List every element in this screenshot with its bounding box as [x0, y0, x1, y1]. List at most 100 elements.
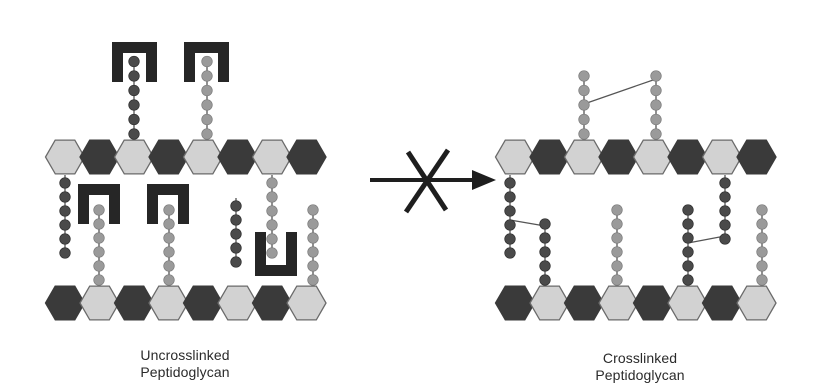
crosslinked-bottom-strand-hex-dark: [494, 285, 536, 321]
uncrosslinked-bottom-strand-hex-dark: [182, 285, 224, 321]
left-bottom-chain-2-bead: [163, 204, 175, 216]
amino-acid-chains: [59, 55, 768, 286]
left-down-chain-1-bead: [59, 191, 71, 203]
left-down-chain-2-bead: [230, 200, 242, 212]
left-down-chain-3-bead: [266, 247, 278, 259]
right-up-chain-2-bead: [650, 84, 662, 97]
right-down-chain-1-bead: [504, 205, 516, 217]
right-bottom-chain-2-bead: [611, 232, 623, 244]
right-bottom-chain-4-bead: [756, 204, 768, 216]
right-down-chain-2-bead: [719, 233, 731, 245]
crosslink-mid-1: [509, 219, 546, 227]
antibiotic-block-top-2: [184, 42, 229, 82]
right-bottom-chain-3-bead: [682, 232, 694, 244]
right-bottom-chain-2-bead: [611, 274, 623, 286]
right-down-chain-2-bead: [719, 191, 731, 203]
left-bottom-chain-1-bead: [93, 232, 105, 244]
uncrosslinked-bottom-strand-hex-dark: [44, 285, 86, 321]
uncrosslinked-caption-line2: Peptidoglycan: [140, 364, 230, 380]
right-down-chain-1-bead: [504, 233, 516, 245]
crosslinked-top-strand-hex-light: [701, 139, 743, 175]
left-down-chain-3-bead: [266, 219, 278, 231]
left-down-chain-3-bead: [266, 233, 278, 245]
right-bottom-chain-3-bead: [682, 260, 694, 272]
left-bottom-chain-3-bead: [307, 246, 319, 258]
left-down-chain-2-bead: [230, 228, 242, 240]
left-down-chain-1-bead: [59, 233, 71, 245]
left-down-chain-3-bead: [266, 205, 278, 217]
left-bottom-chain-1-bead: [93, 260, 105, 272]
left-bottom-chain-3-bead: [307, 204, 319, 216]
antibiotic-block-mid-1: [78, 184, 120, 224]
right-bottom-chain-2-bead: [611, 218, 623, 230]
uncrosslinked-caption: Uncrosslinked Peptidoglycan: [100, 347, 270, 381]
antibiotic-block-top-1: [112, 42, 157, 82]
right-bottom-chain-4-bead: [756, 274, 768, 286]
crosslinked-top-strand-hex-dark: [736, 139, 777, 175]
right-bottom-chain-3-bead: [682, 274, 694, 286]
left-bottom-chain-3-bead: [307, 260, 319, 272]
crosslinked-top-strand-hex-dark: [598, 139, 639, 175]
right-bottom-chain-1-bead: [539, 274, 551, 286]
crosslinked-caption-line2: Peptidoglycan: [595, 367, 685, 383]
left-bottom-chain-2-bead: [163, 232, 175, 244]
left-up-chain-1-bead: [128, 55, 140, 68]
right-up-chain-1-bead: [578, 128, 590, 140]
left-bottom-chain-2-bead: [163, 246, 175, 258]
right-bottom-chain-1-bead: [539, 232, 551, 244]
uncrosslinked-bottom-strand-hex-dark: [251, 285, 293, 321]
left-bottom-chain-2-bead: [163, 218, 175, 230]
glycan-strands: [44, 139, 777, 321]
crosslink-top: [583, 78, 657, 105]
right-down-chain-1-bead: [504, 177, 516, 189]
right-bottom-chain-3-bead: [682, 246, 694, 258]
left-bottom-chain-3-bead: [307, 218, 319, 230]
uncrosslinked-top-strand-hex-dark: [217, 139, 258, 175]
uncrosslinked-top-strand-hex-light: [113, 139, 155, 175]
left-down-chain-1-bead: [59, 247, 71, 259]
left-up-chain-2-bead: [201, 128, 213, 140]
uncrosslinked-bottom-strand-hex-dark: [113, 285, 155, 321]
left-up-chain-1-bead: [128, 128, 140, 140]
left-bottom-chain-1-bead: [93, 218, 105, 230]
right-down-chain-2-bead: [719, 219, 731, 231]
uncrosslinked-top-strand-hex-dark: [79, 139, 120, 175]
uncrosslinked-bottom-strand-hex-light: [217, 285, 258, 321]
right-bottom-chain-4-bead: [756, 218, 768, 230]
right-bottom-chain-4-bead: [756, 260, 768, 272]
crosslinked-bottom-strand-hex-light: [598, 285, 639, 321]
left-bottom-chain-2-bead: [163, 274, 175, 286]
crosslinked-top-strand-hex-light: [494, 139, 536, 175]
crosslinked-bottom-strand-hex-light: [667, 285, 708, 321]
uncrosslinked-top-strand-hex-light: [182, 139, 224, 175]
left-down-chain-1-bead: [59, 177, 71, 189]
inhibition-arrow: [370, 148, 496, 214]
uncrosslinked-caption-line1: Uncrosslinked: [140, 347, 230, 363]
left-down-chain-1-bead: [59, 205, 71, 217]
crosslinked-bottom-strand-hex-dark: [701, 285, 743, 321]
left-bottom-chain-1-bead: [93, 246, 105, 258]
x-stroke-2: [403, 148, 451, 214]
right-bottom-chain-4-bead: [756, 246, 768, 258]
right-bottom-chain-1-bead: [539, 218, 551, 230]
crosslinked-bottom-strand-hex-dark: [632, 285, 674, 321]
left-down-chain-2-bead: [230, 242, 242, 254]
crosslinked-top-strand-hex-dark: [529, 139, 570, 175]
right-bottom-chain-4-bead: [756, 232, 768, 244]
left-bottom-chain-3-bead: [307, 274, 319, 286]
left-up-chain-1-bead: [128, 70, 140, 82]
uncrosslinked-bottom-strand-hex-light: [148, 285, 189, 321]
right-bottom-chain-1-bead: [539, 246, 551, 258]
left-up-chain-1-bead: [128, 99, 140, 111]
right-bottom-chain-2-bead: [611, 246, 623, 258]
uncrosslinked-bottom-strand-hex-light: [286, 285, 327, 321]
left-bottom-chain-2-bead: [163, 260, 175, 272]
crosslinked-bottom-strand-hex-dark: [563, 285, 605, 321]
right-up-chain-1-bead: [578, 84, 590, 97]
right-up-chain-2-bead: [650, 70, 662, 82]
right-bottom-chain-2-bead: [611, 204, 623, 216]
left-bottom-chain-1-bead: [93, 274, 105, 286]
left-bottom-chain-3-bead: [307, 232, 319, 244]
uncrosslinked-top-strand-hex-light: [251, 139, 293, 175]
